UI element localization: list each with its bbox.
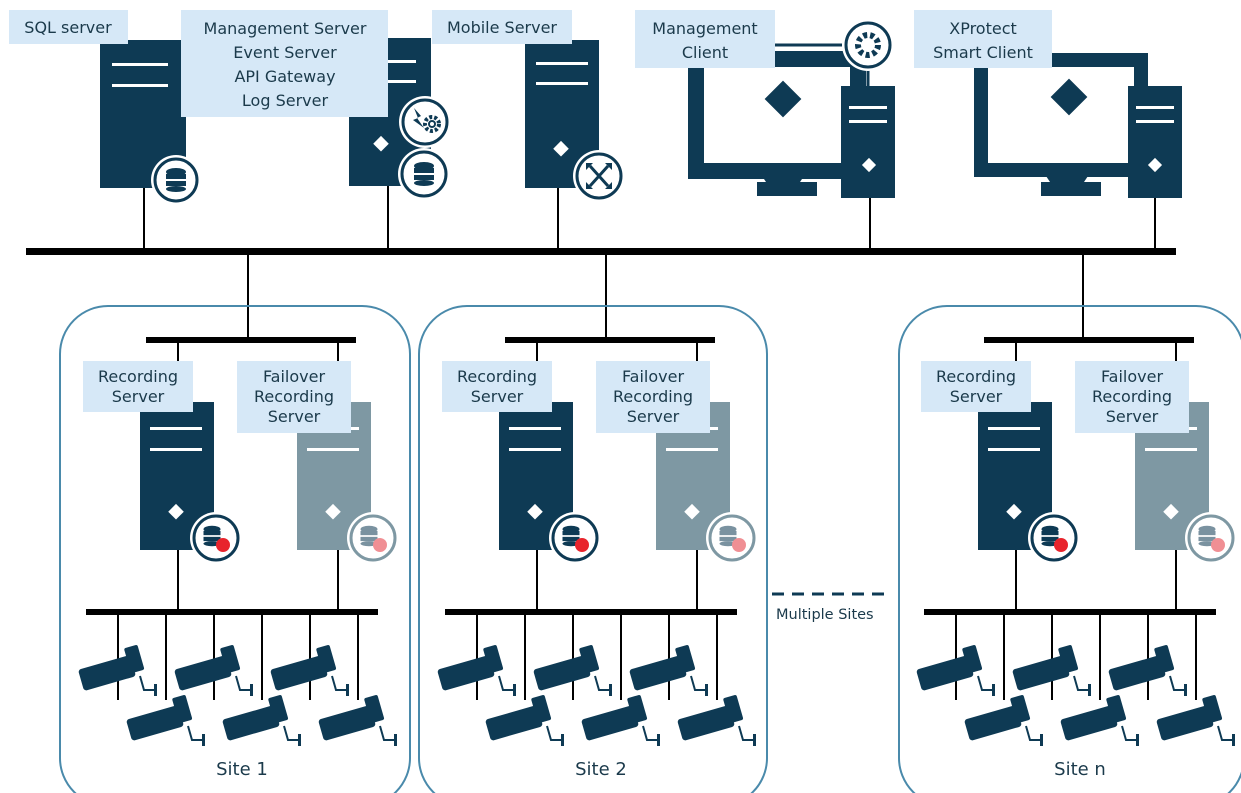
management-server-label-2: Event Server [233,43,337,62]
camera-icon [963,693,1044,747]
camera-icon [125,693,206,747]
failover-server-label: Server [627,407,680,426]
management-client-tower [841,86,895,198]
site-boundary [418,305,768,793]
failover-database-icon [706,512,758,564]
site-camera-bus [86,609,378,615]
recording-label-bg [442,361,552,412]
site-boundary [898,305,1241,793]
smart-client: XProtect Smart Client [914,10,1182,250]
failover-server-label: Server [268,407,321,426]
smart-client-label-1: XProtect [949,19,1017,38]
mobile-server-label: Mobile Server [447,18,557,37]
management-server-label-3: API Gateway [234,67,335,86]
recording-database-icon [190,512,242,564]
site-name: Site 1 [216,759,268,780]
management-server-label-bg [181,10,388,117]
failover-database-icon [1185,512,1237,564]
recording-label-bg [83,361,193,412]
camera-icon [221,693,302,747]
management-server-label-1: Management Server [204,19,367,38]
management-client: Management Client [635,10,895,250]
sites-group: RecordingServerFailoverRecordingServerSi… [59,305,1241,793]
camera-icon [484,693,565,747]
camera-icon [1059,693,1140,747]
smart-client-label-2: Smart Client [933,43,1033,62]
mobile-server: Mobile Server [432,10,625,250]
failover-server-label: Recording [254,387,334,406]
camera-icon [676,693,757,747]
management-client-label-2: Client [682,43,728,62]
arrows-exchange-icon [573,150,625,202]
management-client-label-bg [635,10,775,68]
recording-server-label: Recording [457,367,537,386]
smart-client-label-bg [914,10,1052,68]
recording-server-label: Recording [936,367,1016,386]
site-server-bus [505,337,715,343]
mobile-server-label-bg [432,10,572,44]
recording-database-icon [1028,512,1080,564]
recording-server-label: Server [471,387,524,406]
recording-server-label: Recording [98,367,178,386]
site-2: RecordingServerFailoverRecordingServerSi… [418,305,768,793]
camera-icon [1155,693,1236,747]
gear-icon [842,19,894,71]
recording-label-bg [921,361,1031,412]
failover-database-icon [347,512,399,564]
smart-client-monitor [974,53,1148,177]
recording-database-icon [549,512,601,564]
management-client-label-1: Management [652,19,757,38]
smart-client-tower [1128,86,1182,198]
management-server: Management Server Event Server API Gatew… [181,10,451,250]
event-gear-icon [399,96,451,148]
site-name: Site n [1054,759,1106,780]
camera-icon [317,693,398,747]
site-camera-bus [924,609,1216,615]
failover-label-bg [596,361,710,433]
sql-server-label-bg [9,10,128,44]
site-3: RecordingServerFailoverRecordingServerSi… [898,305,1241,793]
failover-label-bg [237,361,351,433]
management-server-label-4: Log Server [242,91,329,110]
site-1: RecordingServerFailoverRecordingServerSi… [59,305,411,793]
failover-server-label: Failover [1101,367,1164,386]
failover-server-label: Failover [622,367,685,386]
multiple-sites-label: Multiple Sites [776,607,874,623]
failover-server-label: Recording [613,387,693,406]
sql-server: SQL server [9,10,201,250]
failover-server-label: Recording [1092,387,1172,406]
main-network-bus [26,248,1176,255]
sql-server-label: SQL server [24,18,112,37]
site-boundary [59,305,411,793]
failover-server-label: Server [1106,407,1159,426]
site-name: Site 2 [575,759,627,780]
site-server-bus [146,337,356,343]
site-camera-bus [445,609,737,615]
database-icon [398,148,450,200]
failover-label-bg [1075,361,1189,433]
database-icon [151,155,201,205]
recording-server-label: Server [112,387,165,406]
camera-icon [580,693,661,747]
recording-server-label: Server [950,387,1003,406]
site-server-bus [984,337,1194,343]
failover-server-label: Failover [263,367,326,386]
